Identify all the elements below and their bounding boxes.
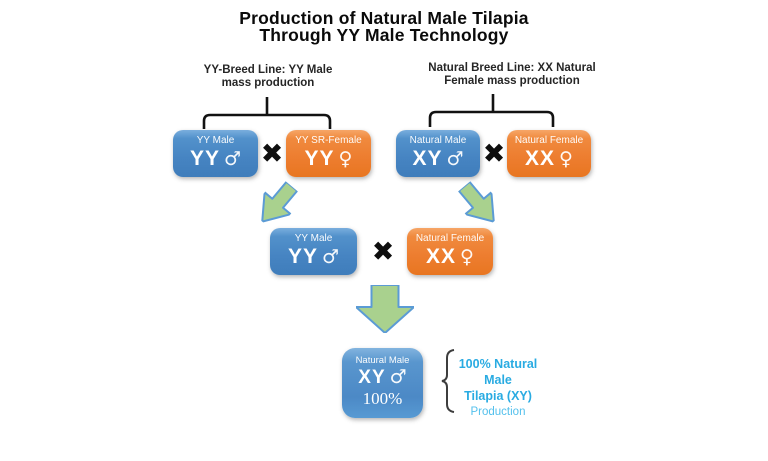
genotype-line: XX♀	[407, 245, 493, 269]
box-yy-sr-female-parent: YY SR-Female YY♀	[286, 130, 371, 177]
cross-icon: ✖	[482, 138, 506, 170]
down-right-arrow-icon	[261, 180, 299, 223]
title-line-2: Through YY Male Technology	[259, 25, 509, 45]
bracket-connector-left	[202, 97, 332, 129]
genotype-text: YY	[189, 147, 220, 170]
down-left-arrow-icon	[457, 180, 495, 223]
box-natural-female-parent: Natural Female XX♀	[507, 130, 591, 177]
female-symbol: ♀	[460, 246, 474, 268]
male-symbol: ♂	[321, 246, 340, 268]
result-line-1: 100% Natural Male	[458, 357, 538, 387]
genotype-line: XX♀	[507, 147, 591, 171]
natural-breed-line-label-line2: Female mass production	[444, 75, 580, 87]
male-symbol: ♂	[223, 148, 242, 170]
box-title: YY Male	[294, 233, 333, 244]
cross-icon: ✖	[371, 236, 395, 268]
percent-label: 100%	[362, 389, 403, 408]
box-natural-male-result: Natural Male XY♂ 100%	[342, 348, 423, 418]
yy-breed-line-label: YY-Breed Line: YY Male mass production	[178, 64, 358, 90]
down-arrow-icon	[356, 285, 414, 333]
female-symbol: ♀	[338, 148, 353, 170]
box-title: Natural Female	[415, 233, 485, 244]
result-line-2: Tilapia (XY)	[464, 389, 532, 403]
genotype-text: YY	[287, 245, 318, 268]
box-title: Natural Male	[409, 135, 467, 146]
cross-icon: ✖	[260, 138, 284, 170]
genotype-line: YY♀	[286, 147, 371, 171]
bracket-connector-right	[428, 94, 555, 127]
genotype-line: YY♂	[270, 245, 357, 269]
male-symbol: ♂	[389, 366, 407, 388]
box-yy-male-parent: YY Male YY♂	[173, 130, 258, 177]
yy-breed-line-label-line2: mass production	[221, 77, 315, 89]
genotype-text: YY	[304, 147, 335, 170]
genotype-line: YY♂	[173, 147, 258, 171]
page-title: Production of Natural Male Tilapia Throu…	[0, 8, 768, 45]
genotype-text: XY	[358, 367, 386, 388]
genotype-text: XX	[525, 147, 556, 170]
box-title: Natural Male	[355, 355, 410, 366]
box-title: YY Male	[196, 135, 235, 146]
box-natural-male-parent: Natural Male XY♂	[396, 130, 480, 177]
genotype-text: XY	[412, 147, 443, 170]
box-natural-female-cross: Natural Female XX♀	[407, 228, 493, 275]
genotype-line: XY♂	[396, 147, 480, 171]
natural-breed-line-label-line1: Natural Breed Line: XX Natural	[428, 62, 596, 74]
left-brace-icon	[441, 349, 455, 413]
genotype-text: XX	[426, 245, 457, 268]
title-line-1: Production of Natural Male Tilapia	[239, 8, 529, 28]
result-annotation: 100% Natural Male Tilapia (XY) Productio…	[448, 356, 548, 420]
box-yy-male-cross: YY Male YY♂	[270, 228, 357, 275]
natural-breed-line-label: Natural Breed Line: XX Natural Female ma…	[417, 62, 607, 88]
yy-breed-line-label-line1: YY-Breed Line: YY Male	[203, 64, 333, 76]
box-title: YY SR-Female	[295, 135, 362, 146]
result-line-3: Production	[470, 406, 526, 418]
genotype-line: XY♂	[342, 366, 423, 389]
male-symbol: ♂	[446, 148, 464, 170]
box-title: Natural Female	[514, 135, 584, 146]
female-symbol: ♀	[559, 148, 573, 170]
